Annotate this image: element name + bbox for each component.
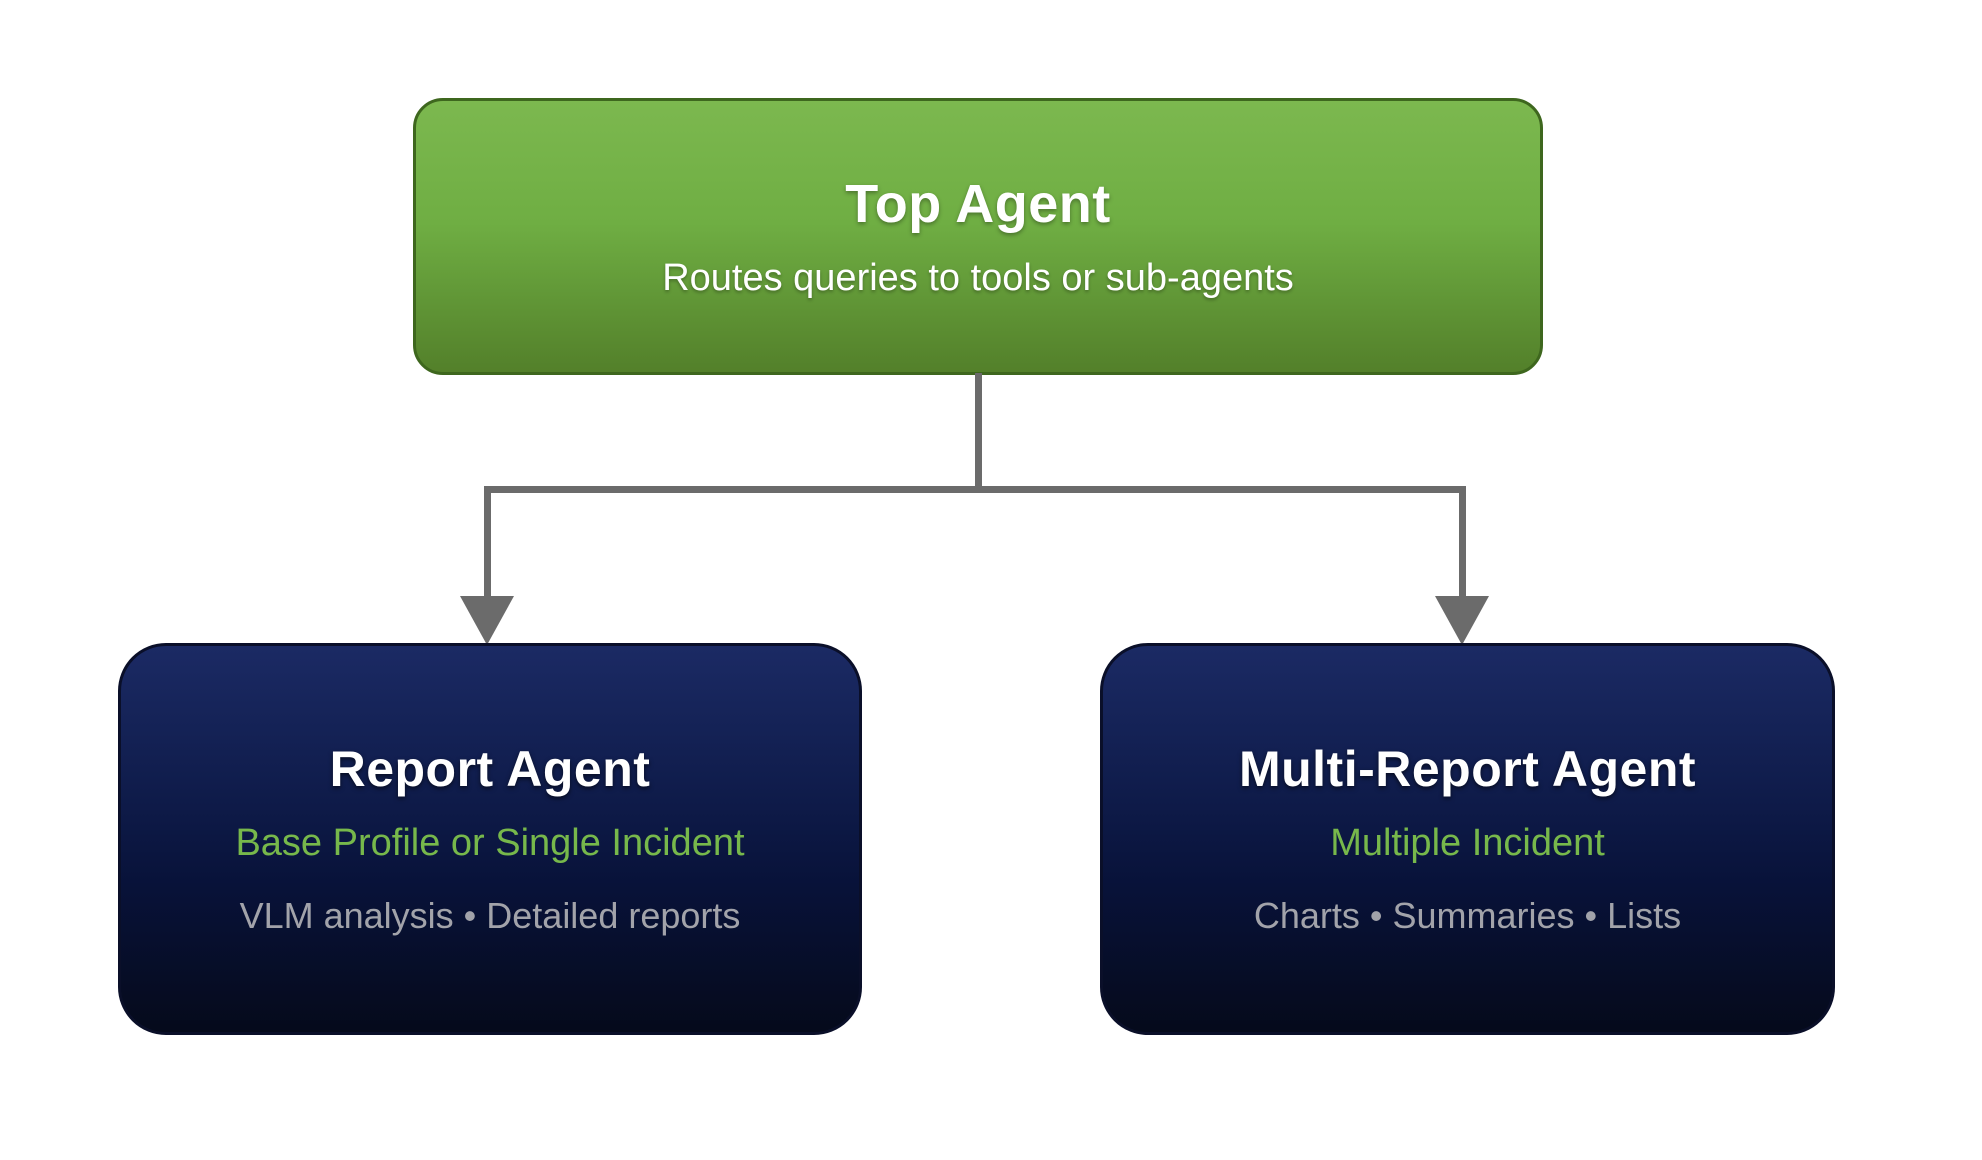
connector-stem — [975, 373, 982, 490]
connector-branch-line — [484, 486, 1466, 493]
report-agent-title: Report Agent — [329, 741, 651, 797]
top-agent-title: Top Agent — [845, 173, 1111, 234]
connector-left-shaft — [484, 486, 491, 602]
arrow-down-icon-right — [1435, 596, 1489, 645]
multi-report-agent-details: Charts • Summaries • Lists — [1253, 895, 1682, 936]
node-top-agent: Top Agent Routes queries to tools or sub… — [413, 98, 1543, 375]
multi-report-agent-title: Multi-Report Agent — [1238, 741, 1697, 797]
report-agent-subtitle: Base Profile or Single Incident — [235, 822, 745, 864]
connector-right-shaft — [1459, 486, 1466, 602]
node-report-agent: Report Agent Base Profile or Single Inci… — [118, 643, 862, 1035]
arrow-down-icon-left — [460, 596, 514, 645]
top-agent-subtitle: Routes queries to tools or sub-agents — [662, 256, 1294, 299]
multi-report-agent-subtitle: Multiple Incident — [1330, 822, 1605, 864]
report-agent-details: VLM analysis • Detailed reports — [239, 895, 741, 936]
node-multi-report-agent: Multi-Report Agent Multiple Incident Cha… — [1100, 643, 1835, 1035]
